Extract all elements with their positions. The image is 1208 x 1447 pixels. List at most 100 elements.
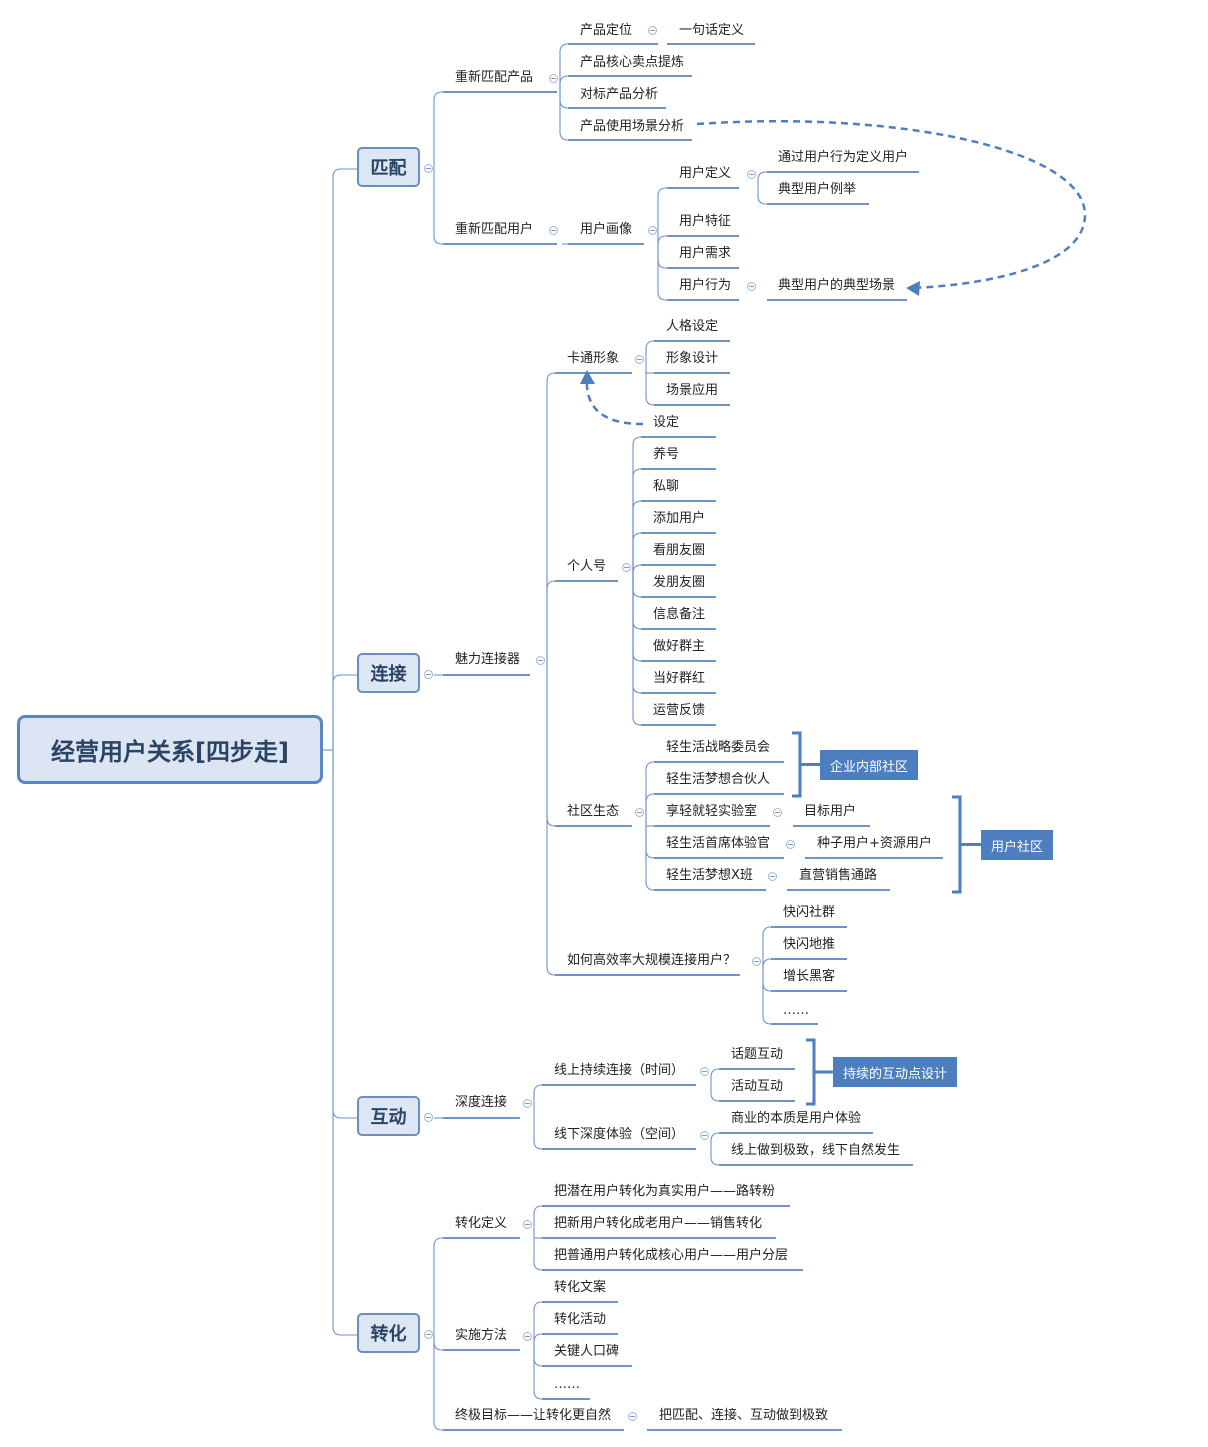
topic-core-selling-point[interactable]: 产品核心卖点提炼 (580, 55, 685, 70)
topic-goal-child[interactable]: 把匹配、连接、互动做到极致 (659, 1408, 829, 1423)
topic-rematch-user[interactable]: 重新匹配用户 (455, 222, 534, 237)
topic-chief-experience-officer[interactable]: 轻生活首席体验官 (666, 836, 771, 851)
topic-online-item[interactable]: 话题互动 (731, 1047, 784, 1062)
topic-personal-item[interactable]: 私聊 (653, 479, 680, 494)
topic-personal-item[interactable]: 看朋友圈 (653, 543, 706, 558)
collapse-toggle-icon[interactable] (635, 355, 644, 364)
main-topic-convert[interactable]: 转化 (357, 1313, 420, 1353)
tag-internal-community[interactable]: 企业内部社区 (820, 750, 919, 780)
topic-method-item[interactable]: 转化文案 (554, 1280, 607, 1295)
topic-online-connection[interactable]: 线上持续连接（时间） (554, 1063, 685, 1078)
topic-ultimate-goal[interactable]: 终极目标——让转化更自然 (455, 1408, 612, 1423)
collapse-toggle-icon[interactable] (424, 670, 433, 679)
topic-scale-item[interactable]: 快闪社群 (783, 905, 836, 920)
topic-personal-item[interactable]: 当好群红 (653, 671, 706, 686)
branch-connector (533, 1238, 543, 1271)
collapse-toggle-icon[interactable] (768, 872, 777, 881)
topic-conversion-definition[interactable]: 转化定义 (455, 1216, 508, 1231)
topic-rematch-product[interactable]: 重新匹配产品 (455, 70, 534, 85)
topic-personal-item[interactable]: 做好群主 (653, 639, 706, 654)
topic-user-needs[interactable]: 用户需求 (679, 246, 732, 261)
topic-cartoon-item[interactable]: 人格设定 (666, 319, 719, 334)
collapse-toggle-icon[interactable] (523, 1332, 532, 1341)
topic-typical-scene[interactable]: 典型用户的典型场景 (778, 278, 896, 293)
topic-user-persona[interactable]: 用户画像 (580, 222, 633, 237)
topic-scale-item[interactable]: 增长黑客 (783, 969, 836, 984)
root-topic[interactable]: 经营用户关系[四步走] (17, 715, 323, 784)
topic-direct-sales[interactable]: 直营销售通路 (799, 868, 878, 883)
collapse-toggle-icon[interactable] (424, 1330, 433, 1339)
topic-target-user[interactable]: 目标用户 (804, 804, 857, 819)
topic-seed-resource-user[interactable]: 种子用户+资源用户 (817, 836, 932, 851)
topic-personal-item[interactable]: 养号 (653, 447, 680, 462)
topic-offline-item[interactable]: 商业的本质是用户体验 (731, 1111, 862, 1126)
topic-definition-item[interactable]: 把潜在用户转化为真实用户——路转粉 (554, 1184, 776, 1199)
topic-method-item[interactable]: …… (554, 1377, 580, 1392)
topic-personal-item[interactable]: 添加用户 (653, 511, 706, 526)
topic-charm-connector[interactable]: 魅力连接器 (455, 652, 521, 667)
topic-scale-item[interactable]: 快闪地推 (783, 937, 836, 952)
collapse-toggle-icon[interactable] (773, 808, 782, 817)
tag-user-community[interactable]: 用户社区 (981, 830, 1054, 860)
collapse-toggle-icon[interactable] (523, 1099, 532, 1108)
branch-connector (645, 340, 655, 373)
topic-usage-scene-analysis[interactable]: 产品使用场景分析 (580, 119, 685, 134)
collapse-toggle-icon[interactable] (752, 957, 761, 966)
topic-dream-class[interactable]: 轻生活梦想X班 (666, 868, 753, 883)
arrowhead-icon (580, 370, 595, 384)
collapse-toggle-icon[interactable] (628, 1412, 637, 1421)
topic-offline-experience[interactable]: 线下深度体验（空间） (554, 1127, 685, 1142)
collapse-toggle-icon[interactable] (424, 1113, 433, 1122)
topic-personal-item[interactable]: 运营反馈 (653, 703, 706, 718)
collapse-toggle-icon[interactable] (536, 656, 545, 665)
topic-deep-connection[interactable]: 深度连接 (455, 1095, 508, 1110)
topic-personal-item[interactable]: 发朋友圈 (653, 575, 706, 590)
collapse-toggle-icon[interactable] (700, 1067, 709, 1076)
relationship-arrow (696, 119, 1087, 290)
topic-personal-item[interactable]: 设定 (653, 415, 680, 430)
tag-interaction-design[interactable]: 持续的互动点设计 (833, 1057, 958, 1087)
collapse-toggle-icon[interactable] (747, 282, 756, 291)
topic-online-item[interactable]: 活动互动 (731, 1079, 784, 1094)
collapse-toggle-icon[interactable] (747, 170, 756, 179)
collapse-toggle-icon[interactable] (549, 226, 558, 235)
topic-definition-item[interactable]: 把新用户转化成老用户——销售转化 (554, 1216, 763, 1231)
topic-scale-item[interactable]: …… (783, 1003, 809, 1018)
main-topic-connect[interactable]: 连接 (357, 653, 420, 693)
main-topic-interact[interactable]: 互动 (357, 1096, 420, 1136)
collapse-toggle-icon[interactable] (424, 164, 433, 173)
topic-method-item[interactable]: 关键人口碑 (554, 1344, 620, 1359)
topic-community-ecosystem[interactable]: 社区生态 (567, 804, 620, 819)
collapse-toggle-icon[interactable] (700, 1131, 709, 1140)
topic-lab[interactable]: 享轻就轻实验室 (666, 804, 758, 819)
topic-method-item[interactable]: 转化活动 (554, 1312, 607, 1327)
collapse-toggle-icon[interactable] (648, 226, 657, 235)
branch-connector (645, 373, 655, 406)
topic-strategy-committee[interactable]: 轻生活战略委员会 (666, 740, 771, 755)
topic-offline-item[interactable]: 线上做到极致，线下自然发生 (731, 1143, 901, 1158)
topic-user-traits[interactable]: 用户特征 (679, 214, 732, 229)
topic-one-line-definition[interactable]: 一句话定义 (679, 23, 745, 38)
topic-implementation-method[interactable]: 实施方法 (455, 1328, 508, 1343)
collapse-toggle-icon[interactable] (786, 840, 795, 849)
topic-scale-connect[interactable]: 如何高效率大规模连接用户？ (567, 953, 737, 968)
main-topic-match[interactable]: 匹配 (357, 147, 420, 187)
collapse-toggle-icon[interactable] (622, 563, 631, 572)
collapse-toggle-icon[interactable] (549, 74, 558, 83)
topic-cartoon-item[interactable]: 场景应用 (666, 383, 719, 398)
topic-personal-account[interactable]: 个人号 (567, 559, 607, 574)
topic-product-positioning[interactable]: 产品定位 (580, 23, 633, 38)
topic-user-behavior[interactable]: 用户行为 (679, 278, 732, 293)
topic-user-definition[interactable]: 用户定义 (679, 166, 732, 181)
collapse-toggle-icon[interactable] (648, 26, 657, 35)
collapse-toggle-icon[interactable] (523, 1220, 532, 1229)
topic-benchmark-analysis[interactable]: 对标产品分析 (580, 87, 659, 102)
topic-define-by-behavior[interactable]: 通过用户行为定义用户 (778, 150, 909, 165)
topic-cartoon-image[interactable]: 卡通形象 (567, 351, 620, 366)
collapse-toggle-icon[interactable] (635, 808, 644, 817)
topic-dream-partner[interactable]: 轻生活梦想合伙人 (666, 772, 771, 787)
topic-typical-user-example[interactable]: 典型用户例举 (778, 182, 857, 197)
topic-cartoon-item[interactable]: 形象设计 (666, 351, 719, 366)
topic-personal-item[interactable]: 信息备注 (653, 607, 706, 622)
topic-definition-item[interactable]: 把普通用户转化成核心用户——用户分层 (554, 1248, 789, 1263)
